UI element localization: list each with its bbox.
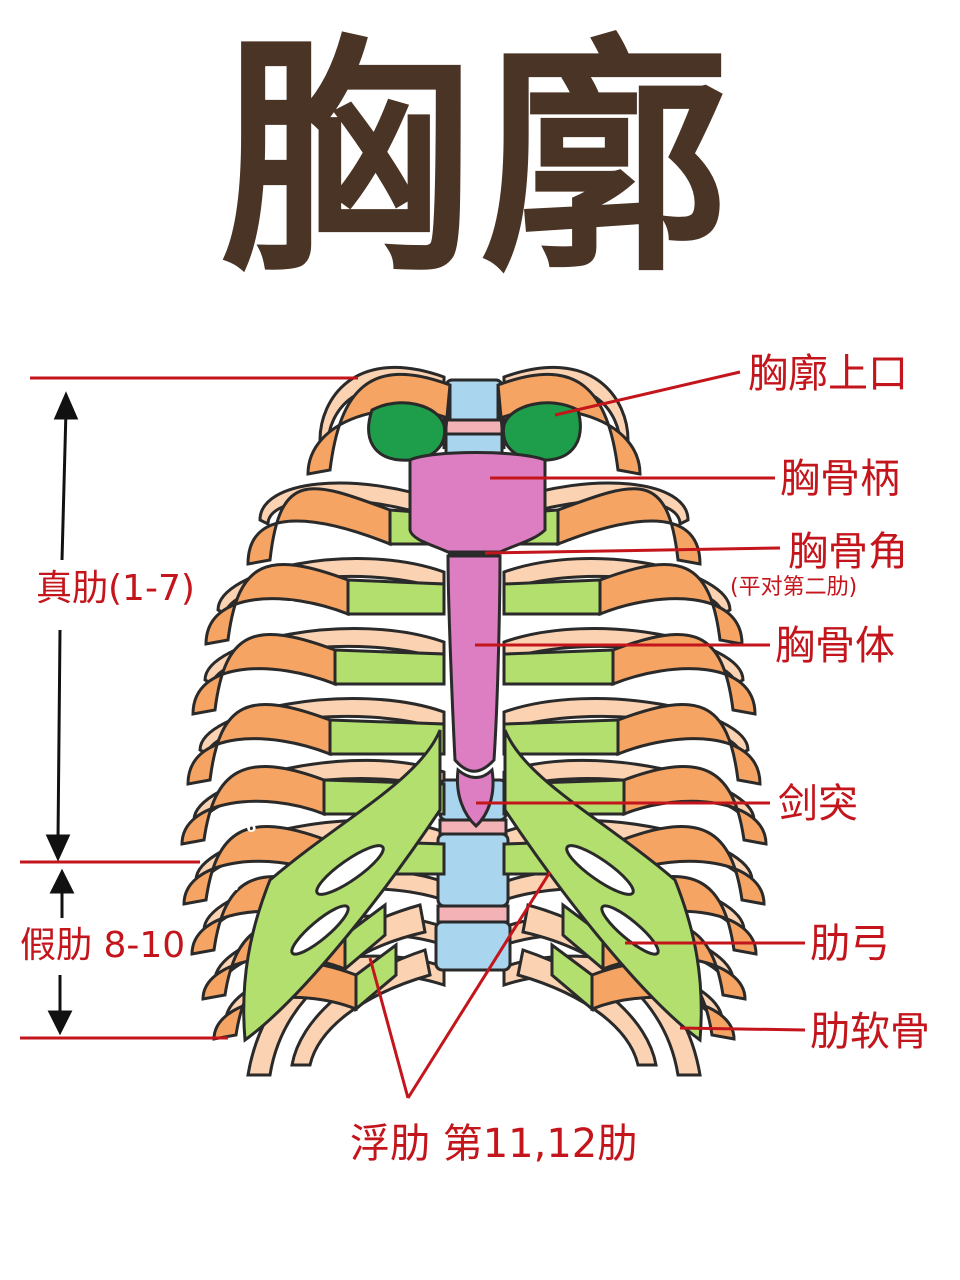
dimension-arrows bbox=[45, 391, 79, 1036]
intercostal-gap bbox=[315, 844, 385, 896]
costal-cartilage-segment bbox=[550, 942, 594, 1013]
vertebra bbox=[434, 920, 512, 972]
rib-number-2: 2 bbox=[305, 524, 316, 542]
vertebra bbox=[436, 832, 510, 908]
intercostal-gap bbox=[290, 904, 350, 956]
arrow-head-up bbox=[49, 868, 75, 894]
thoracic-inlet-left bbox=[367, 401, 447, 462]
rib-number-1: 1 bbox=[340, 452, 351, 470]
rib-number-4: 4 bbox=[270, 676, 281, 694]
true-ribs-arrow-line-top bbox=[60, 409, 68, 561]
pointer-thoracic-inlet bbox=[554, 370, 741, 417]
pointer-costal-cartilage bbox=[679, 1026, 806, 1032]
label-floating-ribs: 浮肋 第11,12肋 bbox=[350, 1121, 638, 1167]
label-sternal-angle-note: (平对第二肋) bbox=[730, 575, 858, 600]
vertebra bbox=[444, 378, 504, 422]
label-sternal-angle: 胸骨角 bbox=[788, 529, 908, 575]
costal-cartilage-segment bbox=[343, 902, 387, 973]
vertebra bbox=[444, 432, 504, 462]
costal-cartilage-segment bbox=[502, 718, 620, 756]
intervertebral-disc bbox=[436, 904, 510, 924]
arrow-head-up bbox=[53, 391, 79, 420]
rib-number-6: 6 bbox=[246, 818, 257, 836]
rib-number-7: 7 bbox=[232, 876, 243, 894]
costal-cartilage-area bbox=[242, 729, 703, 1043]
costal-cartilage-segment bbox=[502, 578, 602, 616]
rib-number-3: 3 bbox=[286, 598, 297, 616]
label-false-ribs: 假肋 8-10 bbox=[20, 925, 186, 966]
costal-cartilage-segment bbox=[333, 648, 446, 686]
label-thoracic-inlet: 胸廓上口 bbox=[748, 351, 908, 397]
pointer-floating-rib-right bbox=[406, 871, 552, 1099]
label-manubrium: 胸骨柄 bbox=[780, 456, 900, 502]
rib-number-5: 5 bbox=[258, 746, 269, 764]
arrow-head-down bbox=[47, 1010, 73, 1036]
label-costal-arch: 肋弓 bbox=[810, 921, 890, 967]
thoracic-inlet-right bbox=[501, 401, 582, 462]
thoracic-inlet bbox=[367, 401, 582, 462]
pointer-floating-rib-left bbox=[368, 957, 410, 1099]
intervertebral-disc bbox=[444, 418, 504, 436]
label-xiphoid: 剑突 bbox=[778, 781, 858, 827]
manubrium bbox=[408, 451, 547, 554]
costal-cartilage-segment bbox=[561, 902, 605, 973]
costal-cartilage-segment bbox=[502, 648, 615, 686]
arrow-head-down bbox=[45, 834, 71, 862]
label-sternum-body: 胸骨体 bbox=[775, 623, 895, 669]
page-title: 胸廓 bbox=[220, 14, 740, 305]
sternum-body bbox=[446, 554, 502, 773]
costal-cartilage-segment bbox=[328, 718, 446, 756]
pointer-sternal-angle bbox=[484, 546, 781, 555]
true-ribs-arrow-line-bottom bbox=[56, 629, 62, 841]
costal-cartilage-segment bbox=[346, 578, 446, 616]
label-true-ribs: 真肋(1-7) bbox=[36, 568, 195, 609]
label-costal-cartilage: 肋软骨 bbox=[810, 1009, 930, 1055]
annotation-lines bbox=[20, 370, 806, 1099]
intercostal-gap bbox=[565, 844, 635, 896]
